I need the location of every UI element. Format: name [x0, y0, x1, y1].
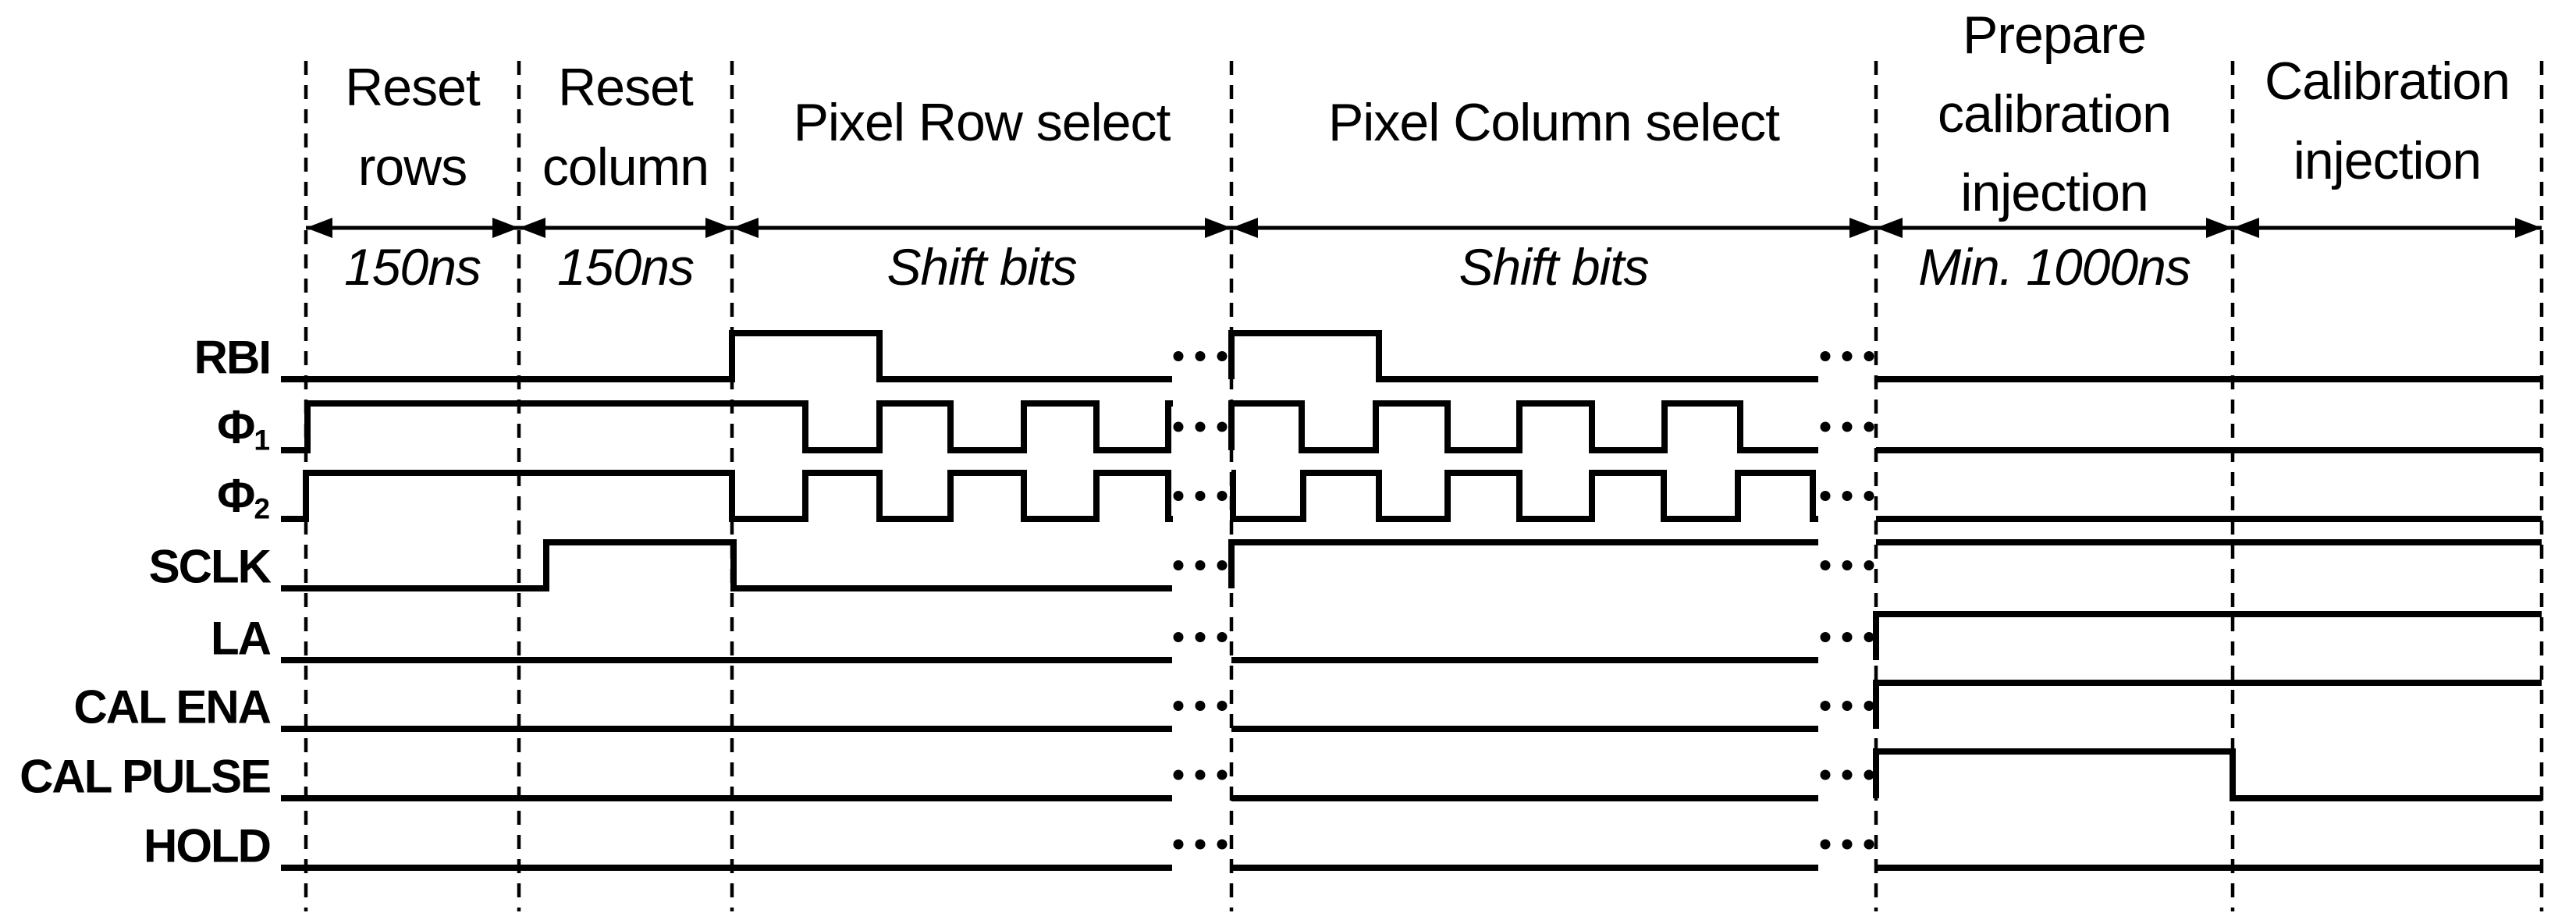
signal-label-rbi: RBI [194, 331, 272, 384]
phase-label-reset-rows-line-1: Reset [345, 58, 481, 117]
continuation-ellipsis-phi2-2-2 [1842, 491, 1853, 501]
continuation-ellipsis-cal-pulse-1-3 [1217, 769, 1228, 780]
continuation-ellipsis-hold-1-3 [1217, 839, 1228, 850]
signal-label-cal-pulse: CAL PULSE [20, 750, 272, 803]
continuation-ellipsis-cal-ena-2-1 [1820, 701, 1831, 711]
continuation-ellipsis-hold-1-2 [1195, 839, 1206, 850]
arrowhead-left-pixel-column-select [1231, 218, 1258, 238]
arrowhead-right-prepare-calibration-injection [2206, 218, 2233, 238]
continuation-ellipsis-sclk-2-1 [1820, 560, 1831, 570]
duration-label-prepare-calibration-injection: Min. 1000ns [1918, 238, 2191, 296]
continuation-ellipsis-rbi-1-1 [1173, 351, 1184, 361]
waveform-rbi [281, 330, 2542, 382]
continuation-ellipsis-hold-2-3 [1864, 839, 1874, 850]
arrowhead-right-reset-column [705, 218, 732, 238]
continuation-ellipsis-cal-ena-2-2 [1842, 701, 1853, 711]
continuation-ellipsis-cal-pulse-2-1 [1820, 769, 1831, 780]
continuation-ellipsis-la-2-1 [1820, 632, 1831, 642]
continuation-ellipsis-rbi-2-2 [1842, 351, 1853, 361]
continuation-ellipsis-sclk-1-3 [1217, 560, 1228, 570]
waveform-cal-ena [281, 680, 2542, 732]
continuation-ellipsis-phi2-2-1 [1820, 491, 1831, 501]
phase-label-pixel-row-select-line-1: Pixel Row select [793, 93, 1171, 152]
continuation-ellipsis-phi2-2-3 [1864, 491, 1874, 501]
continuation-ellipsis-phi2-1-3 [1217, 491, 1228, 501]
signal-label-phi1-symbol: Φ [217, 400, 255, 453]
continuation-ellipsis-sclk-1-1 [1173, 560, 1184, 570]
continuation-ellipsis-cal-ena-2-3 [1864, 701, 1874, 711]
continuation-ellipsis-cal-ena-1-1 [1173, 701, 1184, 711]
continuation-ellipsis-cal-pulse-2-2 [1842, 769, 1853, 780]
phase-label-reset-column-line-1: Reset [558, 58, 694, 117]
continuation-ellipsis-phi1-1-3 [1217, 421, 1228, 432]
arrowhead-right-pixel-column-select [1849, 218, 1876, 238]
signal-label-la: LA [211, 612, 272, 665]
arrowhead-left-calibration-injection [2233, 218, 2259, 238]
duration-label-pixel-row-select: Shift bits [886, 238, 1077, 296]
continuation-ellipsis-sclk-2-3 [1864, 560, 1874, 570]
signal-label-phi2-symbol: Φ [217, 469, 255, 522]
arrowhead-left-reset-column [519, 218, 545, 238]
signal-label-phi2-subscript: 2 [254, 492, 270, 525]
arrowhead-right-calibration-injection [2515, 218, 2542, 238]
continuation-ellipsis-sclk-2-2 [1842, 560, 1853, 570]
continuation-ellipsis-la-2-3 [1864, 632, 1874, 642]
phase-label-reset-rows-line-2: rows [357, 137, 468, 197]
arrowhead-left-reset-rows [306, 218, 332, 238]
signal-label-phi2: Φ2 [217, 468, 270, 525]
signal-label-sclk: SCLK [148, 540, 272, 593]
arrowhead-right-reset-rows [492, 218, 519, 238]
continuation-ellipsis-phi1-1-2 [1195, 421, 1206, 432]
duration-label-reset-column: 150ns [557, 238, 695, 296]
signal-label-cal-ena: CAL ENA [73, 680, 272, 734]
continuation-ellipsis-phi2-1-1 [1173, 491, 1184, 501]
phase-label-reset-column-line-2: column [542, 137, 709, 197]
continuation-ellipsis-rbi-1-2 [1195, 351, 1206, 361]
continuation-ellipsis-la-2-2 [1842, 632, 1853, 642]
continuation-ellipsis-phi1-2-2 [1842, 421, 1853, 432]
continuation-ellipsis-la-1-3 [1217, 632, 1228, 642]
continuation-ellipsis-phi1-2-3 [1864, 421, 1874, 432]
duration-label-reset-rows: 150ns [344, 238, 481, 296]
arrowhead-left-pixel-row-select [732, 218, 759, 238]
duration-label-pixel-column-select: Shift bits [1459, 238, 1649, 296]
signal-label-hold: HOLD [144, 819, 272, 872]
continuation-ellipsis-la-1-1 [1173, 632, 1184, 642]
continuation-ellipsis-rbi-2-1 [1820, 351, 1831, 361]
arrowhead-right-pixel-row-select [1205, 218, 1231, 238]
signal-label-phi1-subscript: 1 [254, 423, 270, 456]
continuation-ellipsis-hold-2-2 [1842, 839, 1853, 850]
waveform-la [281, 611, 2542, 663]
continuation-ellipsis-rbi-1-3 [1217, 351, 1228, 361]
waveform-phi2 [281, 470, 2542, 522]
continuation-ellipsis-cal-pulse-2-3 [1864, 769, 1874, 780]
waveform-sclk [281, 539, 2542, 591]
signal-label-phi1: Φ1 [217, 400, 270, 456]
continuation-ellipsis-cal-ena-1-3 [1217, 701, 1228, 711]
continuation-ellipsis-cal-pulse-1-2 [1195, 769, 1206, 780]
continuation-ellipsis-hold-2-1 [1820, 839, 1831, 850]
continuation-ellipsis-hold-1-1 [1173, 839, 1184, 850]
phase-label-prepare-calibration-injection-line-3: injection [1960, 163, 2148, 222]
phase-label-pixel-column-select-line-1: Pixel Column select [1327, 93, 1780, 152]
phase-label-calibration-injection-line-1: Calibration [2264, 52, 2510, 111]
phase-label-calibration-injection-line-2: injection [2293, 131, 2482, 190]
continuation-ellipsis-rbi-2-3 [1864, 351, 1874, 361]
continuation-ellipsis-cal-pulse-1-1 [1173, 769, 1184, 780]
continuation-ellipsis-sclk-1-2 [1195, 560, 1206, 570]
waveform-phi1 [281, 400, 2542, 453]
arrowhead-left-prepare-calibration-injection [1876, 218, 1903, 238]
continuation-ellipsis-la-1-2 [1195, 632, 1206, 642]
continuation-ellipsis-cal-ena-1-2 [1195, 701, 1206, 711]
continuation-ellipsis-phi1-1-1 [1173, 421, 1184, 432]
waveform-cal-pulse [281, 748, 2542, 801]
phase-label-prepare-calibration-injection-line-2: calibration [1938, 84, 2172, 144]
continuation-ellipsis-phi1-2-1 [1820, 421, 1831, 432]
continuation-ellipsis-phi2-1-2 [1195, 491, 1206, 501]
phase-label-prepare-calibration-injection-line-1: Prepare [1963, 5, 2147, 65]
